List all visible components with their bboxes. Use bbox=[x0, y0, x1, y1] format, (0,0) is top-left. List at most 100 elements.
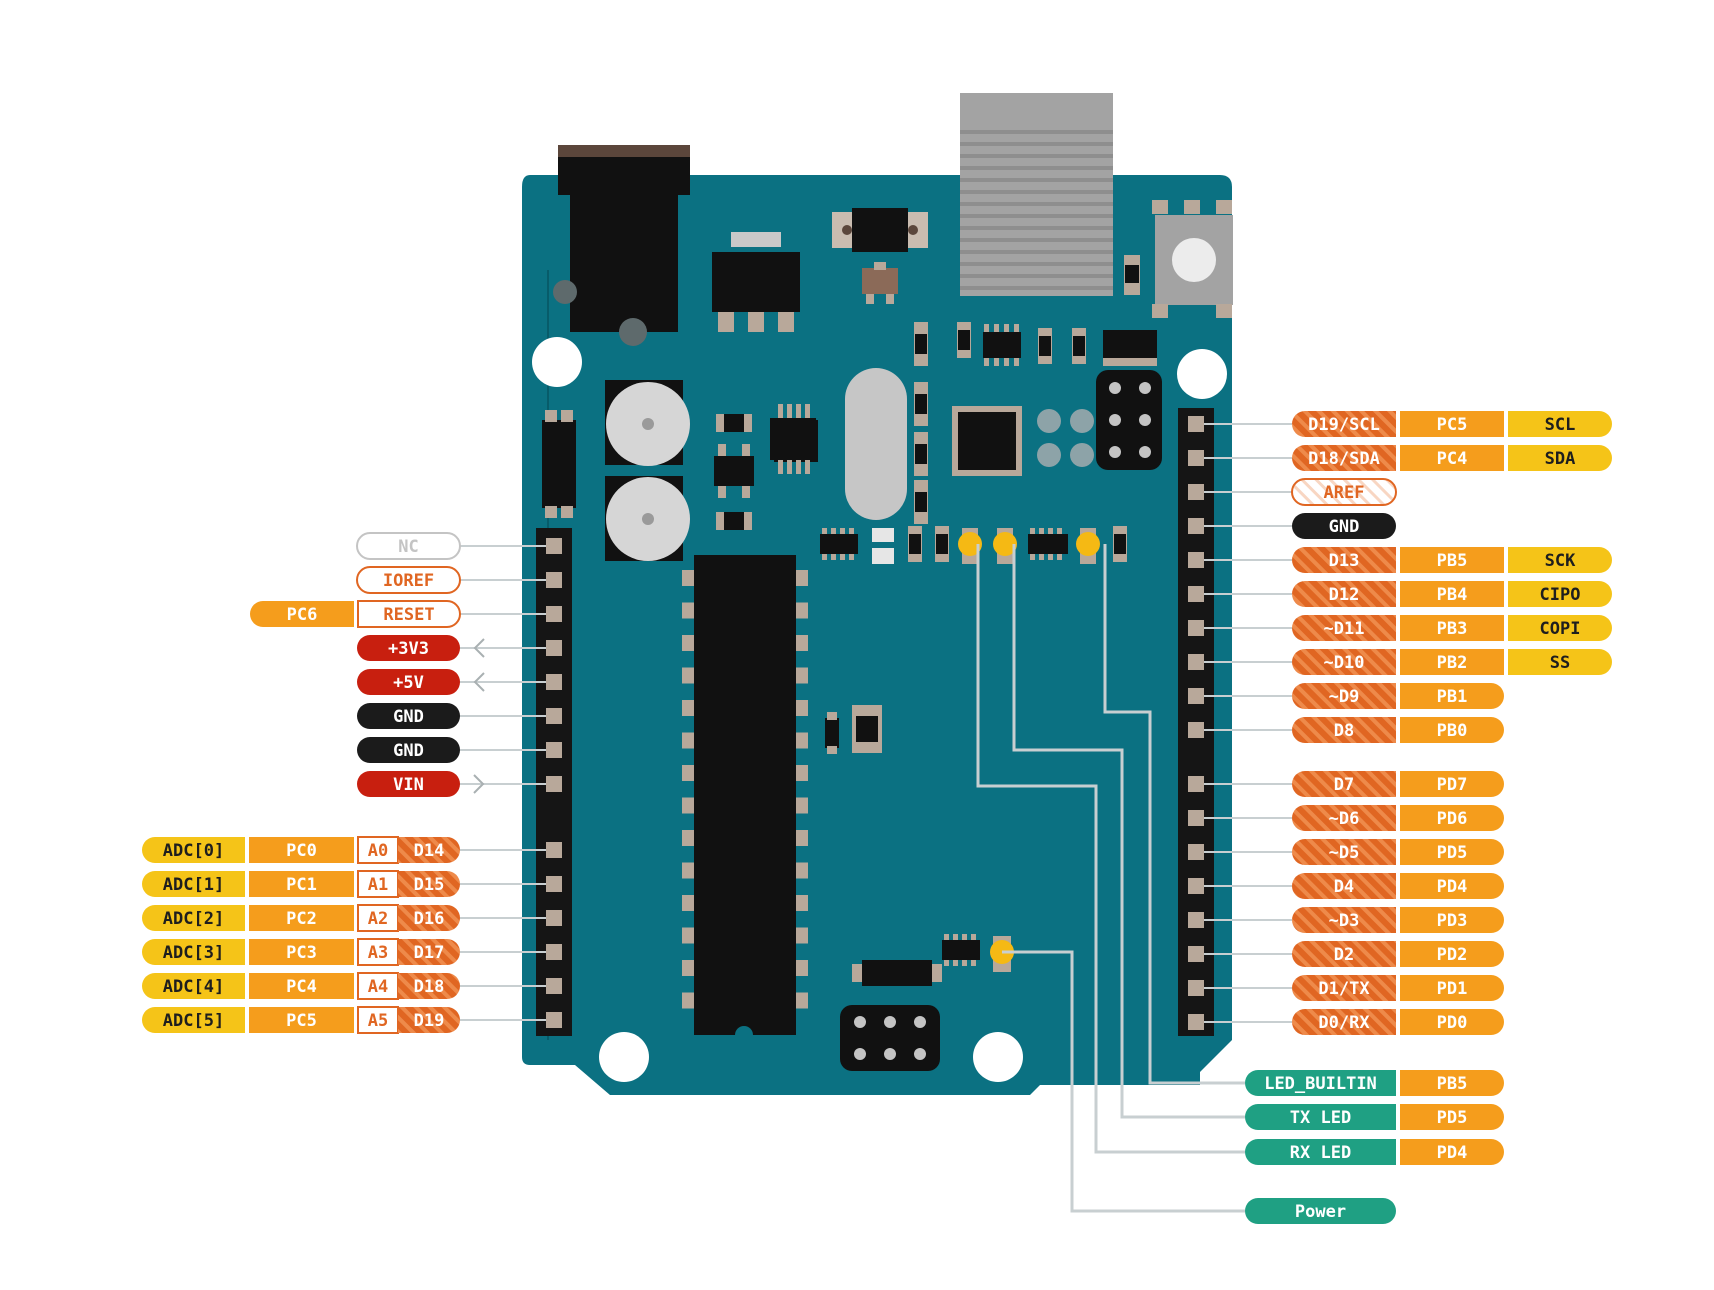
pin-label-a3: A3 bbox=[357, 938, 399, 966]
right-pin-header bbox=[1178, 408, 1214, 1036]
pin-label-text: PC6 bbox=[287, 605, 318, 625]
pin-label-text: SCK bbox=[1545, 551, 1576, 571]
diode bbox=[832, 208, 928, 252]
pin-label-gnd: GND bbox=[357, 737, 460, 763]
header-pin bbox=[546, 876, 562, 892]
pin-label-text: D15 bbox=[414, 875, 445, 895]
pin-label-text: A2 bbox=[368, 909, 388, 929]
pin-label-text: PC4 bbox=[1437, 449, 1468, 469]
small-ic bbox=[770, 404, 816, 474]
pin-label-pd7: PD7 bbox=[1400, 771, 1504, 797]
main-microcontroller bbox=[682, 555, 808, 1035]
pin-label-d9: ~D9 bbox=[1292, 683, 1396, 709]
pin-label-pc3: PC3 bbox=[249, 939, 354, 965]
header-pin bbox=[1188, 620, 1204, 636]
pin-label-pb3: PB3 bbox=[1400, 615, 1504, 641]
header-pin bbox=[1188, 586, 1204, 602]
pin-label-aref: AREF bbox=[1291, 478, 1397, 506]
header-pin bbox=[546, 708, 562, 724]
pin-label-pb0: PB0 bbox=[1400, 717, 1504, 743]
pin-label-text: PB1 bbox=[1437, 687, 1468, 707]
pin-label-gnd: GND bbox=[1292, 513, 1396, 539]
header-pin bbox=[1188, 1014, 1204, 1030]
capacitor bbox=[605, 380, 690, 466]
pin-label-text: D17 bbox=[414, 943, 445, 963]
pin-label-text: ~D10 bbox=[1324, 653, 1365, 673]
icsp-header-bottom bbox=[840, 1005, 940, 1071]
pin-label-tx-led: TX LED bbox=[1245, 1104, 1396, 1130]
pin-label-text: PD7 bbox=[1437, 775, 1468, 795]
header-pin bbox=[1188, 776, 1204, 792]
pin-label-text: ~D9 bbox=[1329, 687, 1360, 707]
pin-label-pb2: PB2 bbox=[1400, 649, 1504, 675]
pin-label-text: ~D11 bbox=[1324, 619, 1365, 639]
pin-label-nc: NC bbox=[356, 532, 461, 560]
pin-label-text: SDA bbox=[1545, 449, 1576, 469]
pin-label-a2: A2 bbox=[357, 904, 399, 932]
pin-label-d6: ~D6 bbox=[1292, 805, 1396, 831]
pin-label-pc2: PC2 bbox=[249, 905, 354, 931]
pin-label-text: PC4 bbox=[286, 977, 317, 997]
header-pin bbox=[546, 842, 562, 858]
header-pin bbox=[1188, 844, 1204, 860]
pin-label-pd3: PD3 bbox=[1400, 907, 1504, 933]
pin-label-text: A0 bbox=[368, 841, 388, 861]
pin-label-text: ~D3 bbox=[1329, 911, 1360, 931]
pin-label-a5: A5 bbox=[357, 1006, 399, 1034]
header-pin bbox=[1188, 688, 1204, 704]
pin-label-text: A3 bbox=[368, 943, 388, 963]
header-pin bbox=[1188, 654, 1204, 670]
pin-label-d3: ~D3 bbox=[1292, 907, 1396, 933]
header-pin bbox=[546, 910, 562, 926]
pin-label-text: GND bbox=[393, 741, 424, 761]
pin-label-text: ADC[3] bbox=[163, 943, 224, 963]
pin-label-text: CIPO bbox=[1540, 585, 1581, 605]
leader-lines bbox=[459, 423, 1292, 1023]
header-pin bbox=[1188, 416, 1204, 432]
led-trace bbox=[1002, 950, 1245, 1213]
voltage-regulator bbox=[712, 232, 800, 332]
pin-label-text: +5V bbox=[393, 673, 424, 693]
pin-label-text: D13 bbox=[1329, 551, 1360, 571]
pin-label-text: PC5 bbox=[286, 1011, 317, 1031]
pin-label-d7: D7 bbox=[1292, 771, 1396, 797]
pin-label-pd5: PD5 bbox=[1400, 1104, 1504, 1130]
pin-label-text: D2 bbox=[1334, 945, 1354, 965]
pin-label-a0: A0 bbox=[357, 836, 399, 864]
led-trace bbox=[1012, 544, 1245, 1119]
pin-label-text: SS bbox=[1550, 653, 1570, 673]
pin-label-text: PC0 bbox=[286, 841, 317, 861]
pin-label-text: PD3 bbox=[1437, 911, 1468, 931]
pin-label-pd1: PD1 bbox=[1400, 975, 1504, 1001]
header-pin bbox=[1188, 484, 1204, 500]
pin-label-d11: ~D11 bbox=[1292, 615, 1396, 641]
pin-label-text: ADC[1] bbox=[163, 875, 224, 895]
pin-label-d16: D16 bbox=[398, 905, 460, 931]
pin-label-d18-sda: D18/SDA bbox=[1292, 445, 1396, 471]
pin-label-5v: +5V bbox=[357, 669, 460, 695]
pin-label-text: TX LED bbox=[1290, 1108, 1351, 1128]
pin-label-d12: D12 bbox=[1292, 581, 1396, 607]
header-pin bbox=[546, 978, 562, 994]
pin-label-text: PB5 bbox=[1437, 551, 1468, 571]
pin-label-pc5: PC5 bbox=[1400, 411, 1504, 437]
test-pads bbox=[1037, 409, 1094, 467]
pin-label-text: ~D5 bbox=[1329, 843, 1360, 863]
header-pin bbox=[1188, 878, 1204, 894]
pin-label-pb1: PB1 bbox=[1400, 683, 1504, 709]
pin-label-text: A4 bbox=[368, 977, 388, 997]
pin-label-d18: D18 bbox=[398, 973, 460, 999]
pin-label-text: PC3 bbox=[286, 943, 317, 963]
smd-components-top bbox=[914, 322, 1157, 524]
pin-label-pd6: PD6 bbox=[1400, 805, 1504, 831]
header-pin bbox=[546, 1012, 562, 1028]
icsp-header-top bbox=[1096, 370, 1162, 470]
pin-label-d8: D8 bbox=[1292, 717, 1396, 743]
mounting-hole bbox=[1177, 349, 1227, 399]
pin-label-pd0: PD0 bbox=[1400, 1009, 1504, 1035]
reset-button bbox=[1152, 200, 1233, 318]
pin-label-text: PC1 bbox=[286, 875, 317, 895]
pin-label-adc-1: ADC[1] bbox=[142, 871, 245, 897]
